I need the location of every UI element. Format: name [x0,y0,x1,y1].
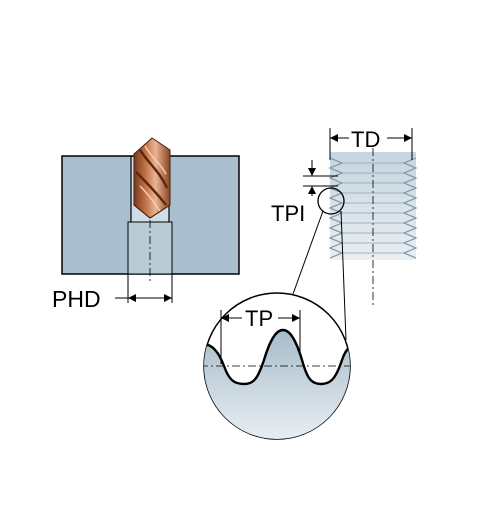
tpi-pitch-marker [303,160,345,215]
td-label: TD [351,127,380,152]
td-dimension [329,128,413,160]
phd-label: PHD [52,286,101,312]
phd-dimension [115,274,173,303]
threaded-hole [328,132,418,305]
thread-profile-detail [203,292,351,440]
tpi-label: TPI [271,201,305,226]
drill-bit-icon [133,137,171,219]
tp-label: TP [245,306,273,331]
zoom-leader-lines [292,210,347,341]
